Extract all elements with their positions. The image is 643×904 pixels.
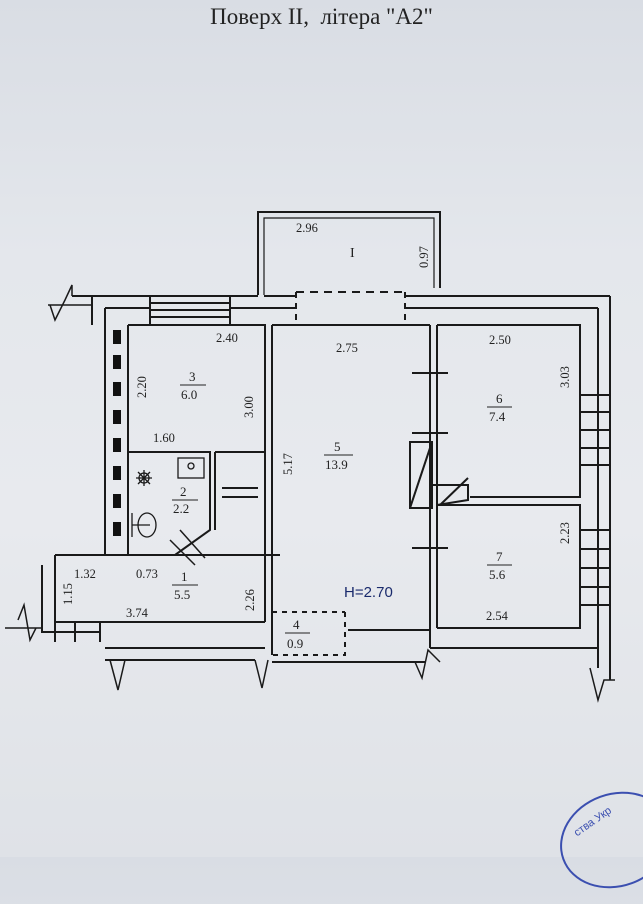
exterior-wall-bottom [105,629,598,663]
room-7-area: 5.6 [489,567,506,582]
dim-r7-bottom: 2.54 [486,609,509,623]
dim-r5-left: 5.17 [281,453,295,475]
room-5-walls [271,324,431,655]
room-7-number: 7 [496,549,503,564]
dim-r1-bottom: 3.74 [126,606,149,620]
dim-r7-right: 2.23 [558,522,572,544]
room-2-number: 2 [180,484,187,499]
room-1-number: 1 [181,569,188,584]
room-3-walls [127,324,266,497]
dim-r6-top: 2.50 [489,333,511,347]
room-1-walls [54,497,266,623]
room-3-area: 6.0 [181,387,197,402]
room-2-walls [127,451,211,556]
page-title: Поверх II, літера "А2" [210,4,433,29]
room-4-walls [272,611,346,656]
toilet-icon [131,513,150,537]
room-6-area: 7.4 [489,409,506,424]
dim-balcony-depth: 0.97 [417,246,431,268]
dim-r3-right: 3.00 [242,396,256,418]
sink-icon [177,457,205,479]
room-7-walls [436,325,581,629]
exterior-wall-right [597,296,611,680]
dim-r2-top: 1.60 [153,431,175,445]
room-3-number: 3 [189,369,196,384]
dim-balcony-width: 2.96 [296,221,318,235]
room-5-area: 13.9 [325,457,348,472]
room-6-number: 6 [496,391,503,406]
dim-r3-top: 2.40 [216,331,238,345]
room-4-area: 0.9 [287,636,303,651]
room-1-area: 5.5 [174,587,190,602]
ceiling-height-label: H=2.70 [344,584,393,601]
dim-r5-top: 2.75 [336,341,358,355]
vent-blocks [113,330,121,536]
balcony-label: I [350,246,355,261]
room-2-area: 2.2 [173,501,189,516]
dim-r1-b: 0.73 [136,567,158,581]
room-5-number: 5 [334,439,341,454]
exterior-wall-left [91,296,106,555]
dim-r1-a: 1.32 [74,567,96,581]
dim-r3-left: 2.20 [135,376,149,398]
balcony-outline [257,211,441,295]
stamp-text: ства Укр [571,804,614,840]
dim-r6-right: 3.03 [558,366,572,388]
room-6-walls [437,324,581,498]
dim-r1-right: 2.26 [243,589,257,611]
dim-r1-left: 1.15 [61,583,75,605]
floor-plan: 2.96 I 0.97 2.40 2.20 3.00 1.60 1.32 0.7… [5,211,615,703]
room-4-number: 4 [293,617,300,632]
